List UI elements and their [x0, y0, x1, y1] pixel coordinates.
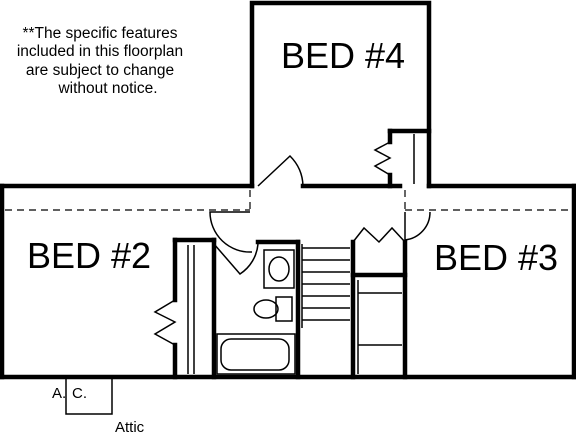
note-line-2: included in this floorplan — [17, 43, 183, 60]
attic-label: Attic — [115, 419, 145, 432]
bathroom-door — [213, 243, 259, 275]
note-line-4: without notice. — [57, 80, 157, 97]
exterior-walls — [0, 0, 576, 380]
ac-unit: A. C. — [52, 377, 113, 415]
disclaimer-note: **The specific features included in this… — [17, 25, 183, 97]
doors — [153, 141, 431, 346]
bathtub-inner — [220, 338, 290, 371]
bathroom-fixtures — [216, 249, 296, 375]
ac-label-a: A. — [52, 385, 66, 402]
bed2-closet-bifold — [153, 299, 177, 346]
vanity — [263, 249, 295, 289]
note-line-3: are subject to change — [26, 62, 174, 79]
ceiling-lines — [5, 190, 572, 211]
toilet-bowl — [253, 299, 279, 319]
ac-box — [65, 377, 113, 415]
bed4-door — [257, 154, 304, 187]
room-label-bed4: BED #4 — [281, 35, 405, 76]
bathtub — [216, 333, 296, 375]
sink-basin — [268, 256, 290, 282]
stairs — [301, 244, 350, 328]
room-label-bed3: BED #3 — [434, 237, 558, 278]
linen-closet-bifold — [352, 226, 406, 244]
bed4-closet-bifold — [373, 141, 392, 176]
toilet-tank — [275, 296, 293, 322]
bed4-wing-wall — [249, 0, 432, 189]
bed3-door — [404, 211, 431, 241]
ac-label-c: C. — [72, 385, 87, 402]
note-line-1: **The specific features — [22, 25, 177, 42]
interior-walls — [172, 128, 432, 380]
room-label-bed2: BED #2 — [27, 235, 151, 276]
bed2-door-swing — [209, 211, 253, 253]
